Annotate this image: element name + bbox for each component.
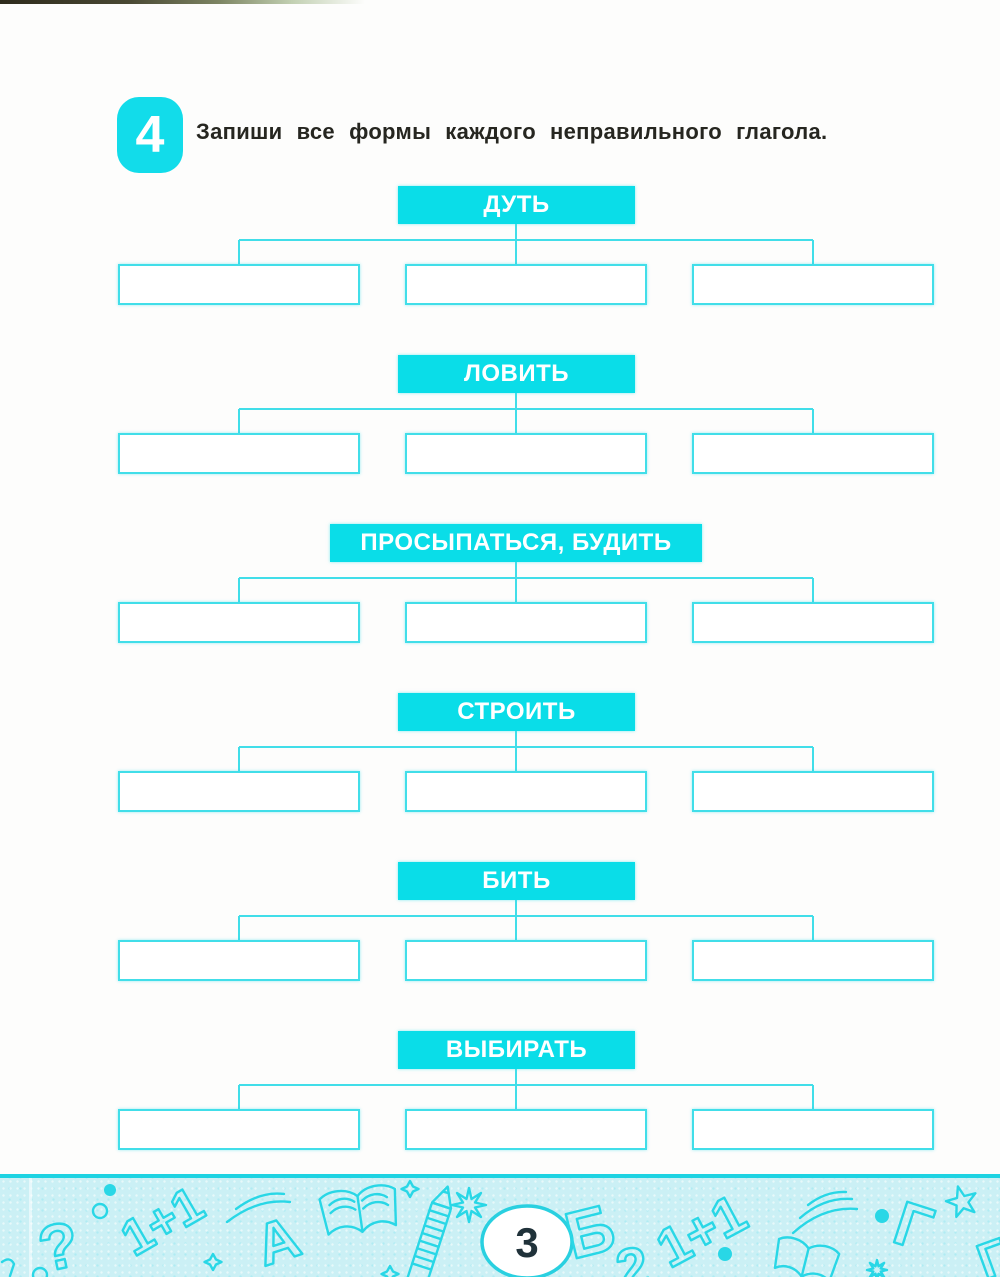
verb-diagram-5: БИТЬ — [118, 862, 934, 984]
open-book-doodle — [773, 1236, 841, 1277]
swoosh-doodle — [225, 1200, 292, 1224]
verb-header: БИТЬ — [398, 862, 635, 900]
task-instruction: Запиши все формы каждого неправильного г… — [196, 119, 828, 144]
dot-doodle — [718, 1247, 732, 1261]
circle-doodle — [91, 1202, 109, 1220]
answer-box[interactable] — [118, 264, 360, 305]
verb-diagram-1: ДУТЬ — [118, 186, 934, 308]
verb-label: ДУТЬ — [483, 191, 550, 218]
starburst-doodle — [450, 1186, 488, 1224]
answer-box[interactable] — [692, 602, 934, 643]
swoosh-doodle — [798, 1197, 854, 1220]
swoosh-doodle — [806, 1190, 848, 1207]
verb-label: ЛОВИТЬ — [464, 360, 569, 387]
connector-lines — [238, 224, 814, 264]
answer-box[interactable] — [405, 1109, 647, 1150]
sum-doodle-left: 1+1 — [112, 1178, 213, 1267]
verb-label: СТРОИТЬ — [457, 698, 576, 725]
small-star-doodle — [380, 1264, 400, 1277]
answer-box[interactable] — [118, 433, 360, 474]
connector-lines — [238, 1069, 814, 1109]
footer-doodles: ? 1+1 А — [0, 1178, 1000, 1277]
answer-box[interactable] — [118, 602, 360, 643]
verb-label: ПРОСЫПАТЬСЯ, БУДИТЬ — [360, 529, 672, 556]
footer-band: ? 1+1 А — [0, 1174, 1000, 1277]
answer-box[interactable] — [405, 940, 647, 981]
star-doodle — [944, 1185, 977, 1219]
answer-box[interactable] — [405, 771, 647, 812]
task-number: 4 — [135, 106, 165, 164]
digit-two-doodle: 2 — [611, 1234, 655, 1277]
answer-box[interactable] — [692, 264, 934, 305]
letter-g-doodle: Г — [886, 1189, 941, 1265]
squiggle-doodle — [0, 1258, 16, 1277]
starburst-doodle — [865, 1258, 889, 1277]
verb-diagram-4: СТРОИТЬ — [118, 693, 934, 815]
answer-box[interactable] — [405, 433, 647, 474]
answer-box[interactable] — [692, 940, 934, 981]
verb-diagram-6: ВЫБИРАТЬ — [118, 1031, 934, 1153]
connector-lines — [238, 562, 814, 602]
verb-header: ВЫБИРАТЬ — [398, 1031, 635, 1069]
connector-lines — [238, 731, 814, 771]
verb-header: ЛОВИТЬ — [398, 355, 635, 393]
answer-box[interactable] — [692, 771, 934, 812]
verb-header: СТРОИТЬ — [398, 693, 635, 731]
letter-g-partial-doodle: Г — [970, 1228, 1000, 1277]
connector-lines — [238, 900, 814, 940]
swoosh-doodle — [791, 1207, 859, 1235]
swoosh-doodle — [234, 1192, 286, 1211]
verb-header: ДУТЬ — [398, 186, 635, 224]
task-number-badge: 4 — [117, 97, 183, 173]
page-number: 3 — [515, 1219, 538, 1266]
verb-label: БИТЬ — [482, 867, 551, 894]
circle-doodle — [31, 1266, 49, 1277]
letter-a-doodle: А — [248, 1204, 308, 1277]
small-star-doodle — [203, 1252, 223, 1272]
verb-header: ПРОСЫПАТЬСЯ, БУДИТЬ — [330, 524, 702, 562]
answer-box[interactable] — [692, 1109, 934, 1150]
answer-box[interactable] — [118, 771, 360, 812]
answer-box[interactable] — [118, 1109, 360, 1150]
pencil-doodle — [406, 1185, 453, 1277]
scan-edge-artifact — [0, 0, 365, 4]
question-mark-doodle: ? — [32, 1207, 85, 1277]
verb-label: ВЫБИРАТЬ — [445, 1036, 588, 1063]
open-book-doodle — [318, 1184, 398, 1236]
dot-doodle — [875, 1209, 889, 1223]
small-star-doodle — [400, 1179, 420, 1199]
page-crease-line — [29, 1178, 32, 1277]
sum-doodle-right: 1+1 — [647, 1183, 756, 1277]
answer-box[interactable] — [405, 602, 647, 643]
verb-diagram-2: ЛОВИТЬ — [118, 355, 934, 477]
answer-box[interactable] — [118, 940, 360, 981]
verb-diagram-3: ПРОСЫПАТЬСЯ, БУДИТЬ — [118, 524, 934, 646]
connector-lines — [238, 393, 814, 433]
dot-doodle — [104, 1184, 116, 1196]
page-number-badge — [480, 1204, 574, 1277]
answer-box[interactable] — [405, 264, 647, 305]
answer-box[interactable] — [692, 433, 934, 474]
